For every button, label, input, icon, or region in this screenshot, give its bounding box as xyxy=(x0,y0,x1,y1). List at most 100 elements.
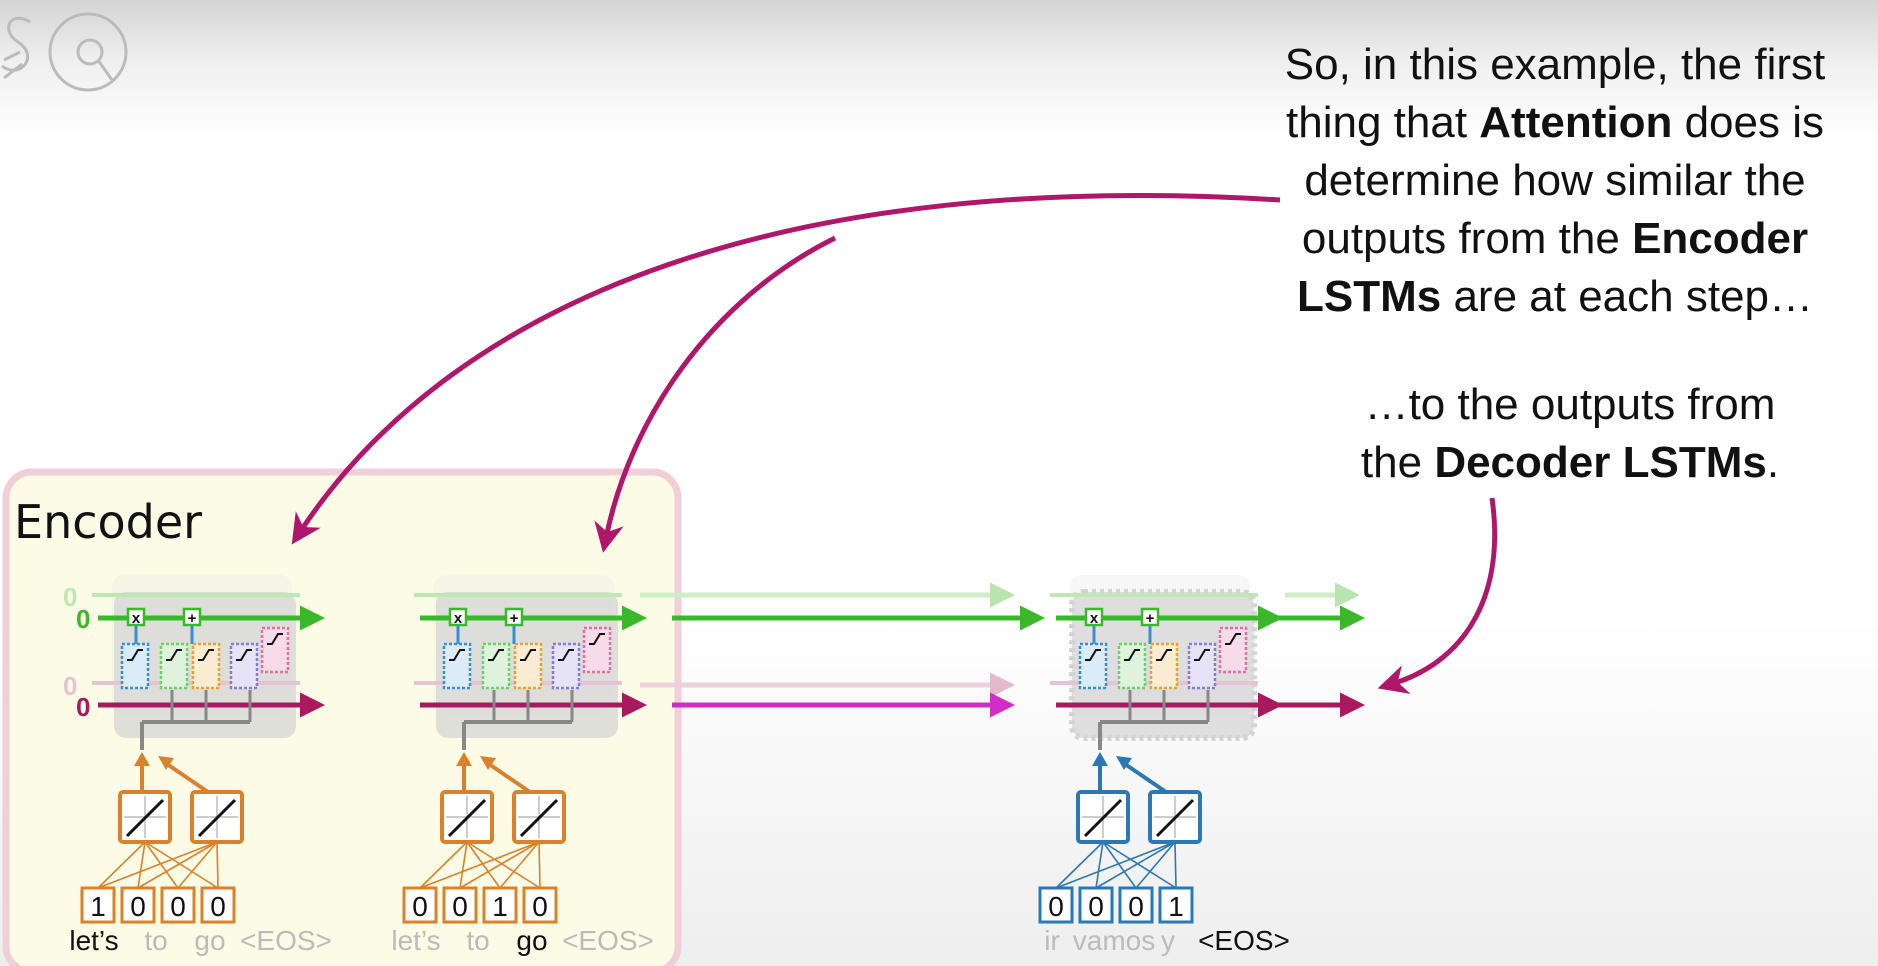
caption-sub-line-2: the Decoder LSTMs. xyxy=(1360,438,1780,487)
add-gate-symbol: + xyxy=(188,610,197,627)
weight-line xyxy=(137,841,146,889)
weight-line xyxy=(1174,841,1177,889)
multiply-gate-symbol: x xyxy=(132,610,141,627)
activation-box-5 xyxy=(1218,626,1248,674)
embedding-node-line xyxy=(519,798,559,838)
one-hot-box xyxy=(1078,886,1114,924)
arrow-to-encoder-step-1 xyxy=(291,193,1281,545)
activation-curve-4 xyxy=(1194,649,1210,661)
embedding-arrow-2 xyxy=(484,760,532,794)
vocab-word: to xyxy=(144,925,167,956)
weight-line xyxy=(137,841,218,889)
activation-box-4 xyxy=(1187,642,1217,690)
activation-box-5 xyxy=(260,626,290,674)
activation-box-4 xyxy=(551,642,581,690)
activation-box-2 xyxy=(159,642,189,690)
vocab-word: go xyxy=(516,925,547,956)
activation-box-1 xyxy=(442,642,472,690)
weight-line xyxy=(97,841,218,889)
embedding-arrowhead-2 xyxy=(480,756,496,770)
add-gate-symbol: + xyxy=(510,610,519,627)
one-hot-box xyxy=(160,886,196,924)
initial-short-term-faded-2: 0 xyxy=(63,671,77,701)
arrow-to-decoder-step-1 xyxy=(1377,497,1498,694)
vocab-word: let’s xyxy=(391,925,440,956)
activation-curve-5 xyxy=(1225,633,1241,645)
activation-curve-4 xyxy=(236,649,252,661)
activation-box-3 xyxy=(191,642,221,690)
weight-line xyxy=(459,841,540,889)
multiply-gate-symbol: x xyxy=(1090,610,1099,627)
activation-curve-3 xyxy=(198,649,214,661)
activation-curve-1 xyxy=(127,649,143,661)
embedding-node-line xyxy=(125,798,165,838)
one-hot-value: 1 xyxy=(90,891,106,922)
weight-line xyxy=(177,841,218,889)
initial-short-term-value: 0 xyxy=(76,692,90,722)
vocab-word: vamos xyxy=(1073,925,1155,956)
embedding-arrow-2 xyxy=(1120,760,1168,794)
activation-curve-2 xyxy=(488,649,504,661)
one-hot-box xyxy=(402,886,438,924)
one-hot-value: 1 xyxy=(492,891,508,922)
activation-curve-1 xyxy=(1085,649,1101,661)
multiply-gate xyxy=(1084,607,1104,627)
vocab-word: <EOS> xyxy=(1198,925,1290,956)
caption-sub-line-1: …to the outputs from xyxy=(1364,380,1776,429)
one-hot-value: 0 xyxy=(412,891,428,922)
embedding-arrowhead-1 xyxy=(456,752,472,766)
one-hot-box xyxy=(120,886,156,924)
activation-curve-1 xyxy=(449,649,465,661)
activation-box-3 xyxy=(1149,642,1179,690)
weight-line xyxy=(216,841,219,889)
initial-long-term-value: 0 xyxy=(76,604,90,634)
activation-box-1 xyxy=(1078,642,1108,690)
one-hot-value: 0 xyxy=(1128,891,1144,922)
weight-line xyxy=(97,841,146,889)
multiply-gate xyxy=(448,607,468,627)
weight-line xyxy=(1095,841,1104,889)
one-hot-box xyxy=(482,886,518,924)
activation-curve-2 xyxy=(1124,649,1140,661)
connections xyxy=(640,582,1365,718)
one-hot-box xyxy=(442,886,478,924)
add-gate-symbol: + xyxy=(1146,610,1155,627)
one-hot-box xyxy=(1038,886,1074,924)
one-hot-value: 0 xyxy=(210,891,226,922)
vocab-word: ir xyxy=(1044,925,1060,956)
embedding-arrowhead-1 xyxy=(134,752,150,766)
explanation-caption: So, in this example, the first thing tha… xyxy=(1240,36,1870,326)
add-gate xyxy=(504,607,524,627)
vocab-word: let’s xyxy=(69,925,118,956)
embedding-arrowhead-2 xyxy=(158,756,174,770)
activation-box-2 xyxy=(1117,642,1147,690)
activation-curve-5 xyxy=(589,633,605,645)
statquest-logo xyxy=(1,12,128,92)
weight-line xyxy=(1135,841,1176,889)
one-hot-box xyxy=(1158,886,1194,924)
add-gate xyxy=(182,607,202,627)
embedding-arrowhead-1 xyxy=(1092,752,1108,766)
weight-line xyxy=(144,841,179,889)
caption-line-5: LSTMs are at each step… xyxy=(1297,272,1813,321)
activation-curve-4 xyxy=(558,649,574,661)
one-hot-box xyxy=(1118,886,1154,924)
weight-line xyxy=(459,841,468,889)
multiply-gate-symbol: x xyxy=(454,610,463,627)
one-hot-value: 0 xyxy=(1088,891,1104,922)
one-hot-value: 0 xyxy=(130,891,146,922)
weight-line xyxy=(419,841,468,889)
one-hot-value: 1 xyxy=(1168,891,1184,922)
decoder-caption: …to the outputs from the Decoder LSTMs. xyxy=(1290,376,1850,492)
activation-box-1 xyxy=(120,642,150,690)
initial-short-term-faded: 0 xyxy=(63,582,77,612)
activation-box-4 xyxy=(229,642,259,690)
embedding-node-line xyxy=(1083,798,1123,838)
one-hot-value: 0 xyxy=(1048,891,1064,922)
weight-line xyxy=(466,841,541,889)
caption-line-4: outputs from the Encoder xyxy=(1301,214,1809,263)
activation-curve-2 xyxy=(166,649,182,661)
